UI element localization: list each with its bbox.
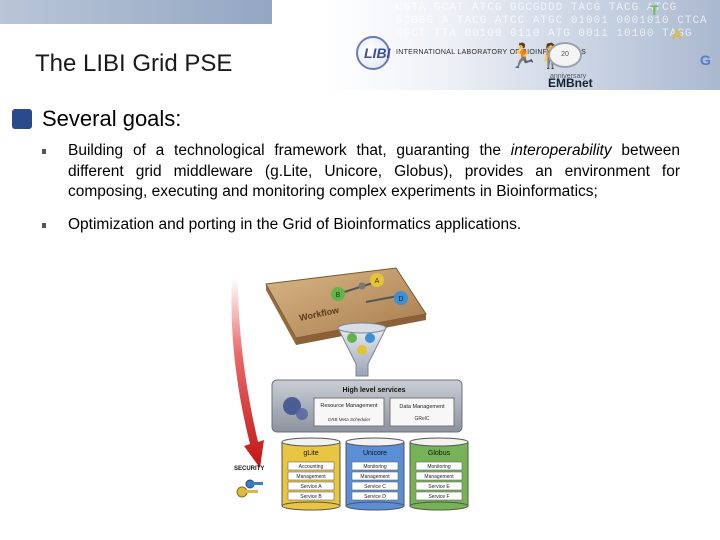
middleware-service-label: Accounting bbox=[299, 464, 324, 470]
middleware-name: gLite bbox=[303, 450, 318, 457]
slide-title: The LIBI Grid PSE bbox=[35, 50, 233, 77]
square-bullet-icon bbox=[42, 149, 46, 154]
middleware-service-box bbox=[351, 461, 399, 471]
middleware-service-label: Management bbox=[360, 474, 390, 480]
libi-logo-circle: LIBI bbox=[356, 36, 390, 70]
resource-management-box bbox=[313, 397, 385, 427]
middleware-name: Globus bbox=[428, 450, 451, 457]
workflow-node-b-label: B bbox=[336, 292, 341, 299]
data-management-label: Data Management bbox=[399, 404, 445, 410]
header-banner: CGTA GCAT ATCG GGCGDDD TACG TACG ATCG GC… bbox=[0, 0, 720, 90]
anniversary-badge: 20 anniversary bbox=[548, 42, 586, 80]
middleware-service-label: Monitoring bbox=[427, 464, 451, 470]
dna-letter-t: T bbox=[650, 2, 659, 18]
middleware-service-box bbox=[415, 491, 463, 501]
middleware-service-label: Management bbox=[296, 474, 326, 480]
architecture-diagram: B A D Workflow High level services Resou… bbox=[231, 267, 469, 511]
square-bullet-icon bbox=[42, 222, 46, 228]
workflow-node-d-label: D bbox=[398, 296, 403, 303]
security-label: SECURITY bbox=[234, 466, 264, 472]
libi-logo-mark: LIBI bbox=[364, 45, 391, 61]
middleware-service-box bbox=[415, 471, 463, 481]
middleware-service-box bbox=[287, 481, 335, 491]
middleware-service-box bbox=[415, 481, 463, 491]
dna-letter-g: G bbox=[700, 52, 711, 68]
embnet-logo-name: EMBnet bbox=[548, 76, 593, 90]
dna-letter-a: A bbox=[672, 26, 683, 42]
middleware-cylinder-top bbox=[409, 437, 469, 447]
middleware-service-box bbox=[287, 471, 335, 481]
resource-management-label: Resource Management bbox=[320, 403, 378, 409]
goal-text-before: Optimization and porting in the Grid of … bbox=[68, 215, 522, 233]
middleware-name: Unicore bbox=[363, 450, 387, 457]
security-arrow bbox=[231, 278, 264, 468]
title-bar-accent bbox=[0, 0, 272, 24]
resource-management-sub: GRB Meta Scheduler bbox=[328, 417, 371, 422]
middleware-service-label: Service F bbox=[428, 494, 449, 500]
workflow-node-b bbox=[331, 287, 345, 301]
libi-logo: LIBI INTERNATIONAL LABORATORY OF BIOINFO… bbox=[356, 36, 586, 76]
middleware-service-label: Management bbox=[424, 474, 454, 480]
funnel bbox=[337, 322, 387, 377]
workflow-node-d bbox=[394, 291, 408, 305]
libi-logo-text: INTERNATIONAL LABORATORY OF BIOINFORMATI… bbox=[396, 49, 587, 56]
workflow-node-c bbox=[358, 282, 366, 290]
middleware-service-box bbox=[415, 461, 463, 471]
data-management-box bbox=[389, 397, 455, 427]
embnet-logo: 🏃🧍 20 anniversary EMBnet bbox=[508, 40, 648, 90]
goal-text-before: Building of a technological framework th… bbox=[68, 142, 511, 159]
middleware-cylinder-top bbox=[281, 437, 341, 447]
middleware-service-label: Service C bbox=[364, 484, 386, 490]
high-level-services-panel: High level services Resource Management … bbox=[271, 379, 463, 433]
data-management-sub: GRelC bbox=[414, 416, 429, 422]
middleware-service-box bbox=[287, 461, 335, 471]
middleware-cylinder-bottom bbox=[409, 501, 469, 511]
goals-heading: Several goals: bbox=[12, 106, 182, 134]
middleware-service-box bbox=[351, 481, 399, 491]
gear-icon bbox=[283, 397, 308, 420]
goal-item-optimization: Optimization and porting in the Grid of … bbox=[40, 215, 680, 236]
high-level-services-label: High level services bbox=[342, 387, 405, 394]
middleware-service-box bbox=[287, 491, 335, 501]
middleware-cylinder-top bbox=[345, 437, 405, 447]
workflow-node-a-label: A bbox=[375, 278, 380, 285]
goal-text-emphasis: interoperability bbox=[510, 142, 612, 159]
checkbox-bullet-icon bbox=[12, 109, 37, 134]
middleware-service-label: Service B bbox=[300, 494, 322, 500]
dna-background-text: CGTA GCAT ATCG GGCGDDD TACG TACG ATCG GC… bbox=[396, 2, 708, 40]
goal-item-framework: Building of a technological framework th… bbox=[40, 141, 680, 203]
middleware-service-label: Service D bbox=[364, 494, 386, 500]
middleware-service-box bbox=[351, 471, 399, 481]
keys-icon bbox=[236, 479, 263, 498]
middleware-cylinder-bottom bbox=[345, 501, 405, 511]
middleware-service-label: Monitoring bbox=[363, 464, 387, 470]
middleware-service-label: Service E bbox=[428, 484, 450, 490]
goals-list: Building of a technological framework th… bbox=[40, 141, 680, 235]
workflow-node-a bbox=[370, 273, 384, 287]
goal-text-after: between different grid middleware (g.Lit… bbox=[68, 142, 680, 200]
middleware-service-box bbox=[351, 491, 399, 501]
goals-heading-text: Several goals: bbox=[42, 106, 182, 131]
middleware-service-label: Service A bbox=[300, 484, 322, 490]
middleware-cylinder-bottom bbox=[281, 501, 341, 511]
